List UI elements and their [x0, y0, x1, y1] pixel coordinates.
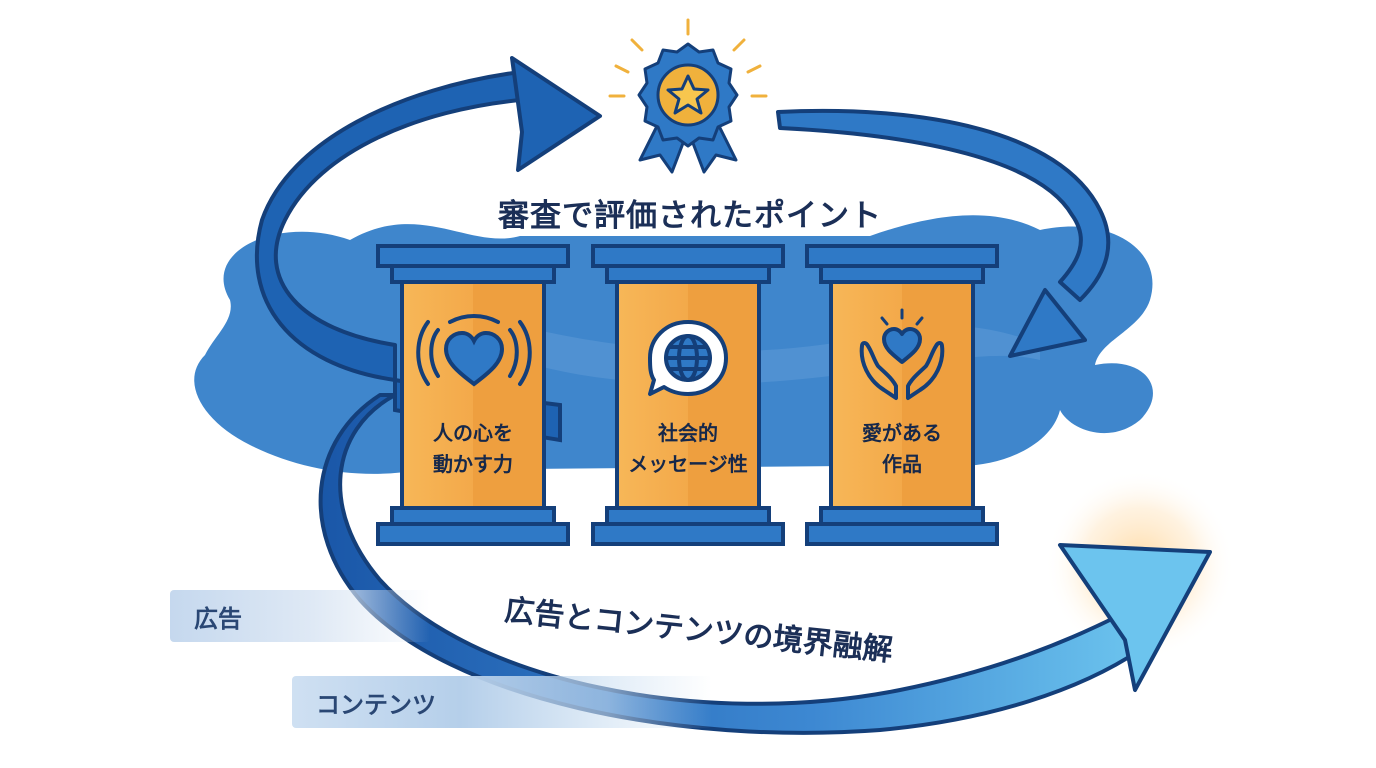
- content-band: コンテンツ: [292, 676, 712, 728]
- globe-speech-bubble-icon: [648, 320, 728, 396]
- pillar-2-label: 社会的 メッセージ性: [613, 418, 763, 480]
- pillar-2-label-line1: 社会的: [658, 421, 718, 445]
- pillar-1-label-line1: 人の心を: [433, 421, 513, 445]
- pillar-3-label-line2: 作品: [882, 452, 922, 476]
- pillar-1-label-line2: 動かす力: [433, 452, 513, 476]
- ad-band-label: 広告: [194, 604, 242, 633]
- pillar-2-label-line2: メッセージ性: [628, 452, 748, 476]
- ad-band: 広告: [170, 590, 430, 642]
- diagram-title: 審査で評価されたポイント: [498, 198, 882, 234]
- top-left-arrow: [254, 56, 602, 382]
- content-band-label: コンテンツ: [316, 690, 436, 719]
- heart-in-hands-icon: [859, 308, 945, 400]
- pillar-3: [805, 244, 999, 546]
- award-medal-icon: [608, 18, 768, 174]
- pillar-3-label-line1: 愛がある: [862, 421, 942, 445]
- top-right-arrow: [776, 108, 1111, 358]
- pillar-3-label: 愛がある 作品: [827, 418, 977, 480]
- pillar-1: [376, 244, 570, 546]
- heart-waves-icon: [416, 314, 532, 387]
- pillar-1-label: 人の心を 動かす力: [398, 418, 548, 480]
